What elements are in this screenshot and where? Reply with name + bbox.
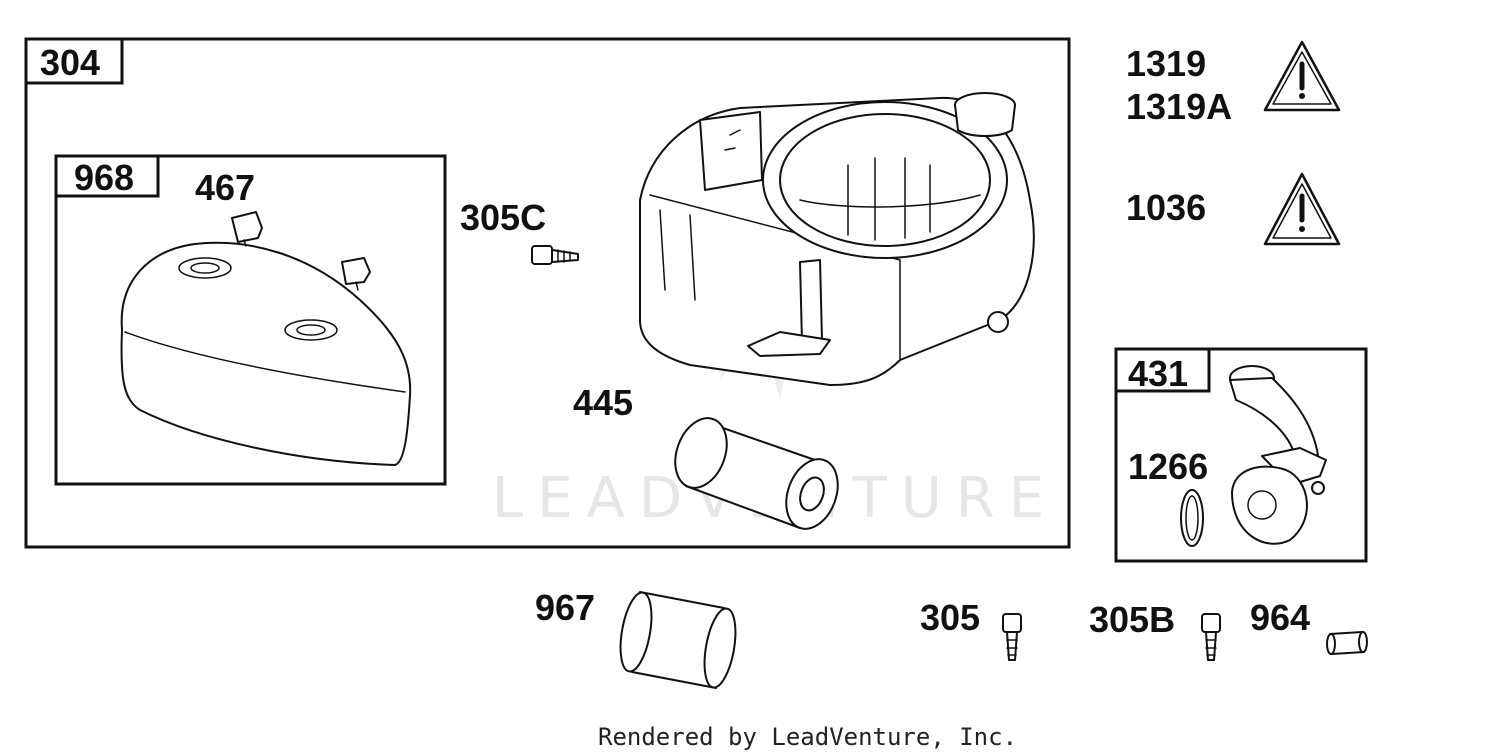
callout-305c[interactable]: 305C bbox=[460, 197, 546, 238]
callout-467[interactable]: 467 bbox=[195, 167, 255, 208]
screw-305[interactable] bbox=[1002, 613, 1022, 661]
callout-968[interactable]: 968 bbox=[74, 157, 134, 198]
callout-305[interactable]: 305 bbox=[920, 597, 980, 638]
intake-elbow-431[interactable] bbox=[1229, 365, 1327, 545]
callout-305b[interactable]: 305B bbox=[1089, 599, 1175, 640]
warning-triangle-icon bbox=[1263, 40, 1341, 112]
group-box-304: 304 bbox=[24, 37, 1071, 549]
callout-967[interactable]: 967 bbox=[535, 587, 595, 628]
callout-431[interactable]: 431 bbox=[1128, 353, 1188, 394]
pre-cleaner-967[interactable] bbox=[615, 590, 740, 690]
screw-305c[interactable] bbox=[531, 245, 579, 265]
callout-1319[interactable]: 1319 bbox=[1126, 43, 1206, 84]
screw-305b[interactable] bbox=[1201, 613, 1221, 661]
group-box-431: 431 bbox=[1114, 347, 1368, 563]
group-box-968: 968 bbox=[54, 154, 447, 486]
warning-triangle-icon bbox=[1263, 172, 1341, 246]
footer-credit: Rendered by LeadVenture, Inc. bbox=[598, 723, 1017, 751]
knob-467-right[interactable] bbox=[341, 257, 371, 291]
callout-304[interactable]: 304 bbox=[40, 42, 100, 83]
callout-1266[interactable]: 1266 bbox=[1128, 446, 1208, 487]
blower-housing[interactable] bbox=[639, 92, 1035, 386]
air-filter-445[interactable] bbox=[666, 411, 847, 536]
callout-445[interactable]: 445 bbox=[573, 382, 633, 423]
o-ring-1266[interactable] bbox=[1180, 489, 1204, 547]
knob-467-left[interactable] bbox=[231, 211, 263, 247]
callout-964[interactable]: 964 bbox=[1250, 597, 1310, 638]
air-cleaner-cover[interactable] bbox=[120, 241, 412, 466]
sleeve-964[interactable] bbox=[1326, 631, 1368, 655]
callout-1036[interactable]: 1036 bbox=[1126, 187, 1206, 228]
callout-1319a[interactable]: 1319A bbox=[1126, 86, 1232, 127]
